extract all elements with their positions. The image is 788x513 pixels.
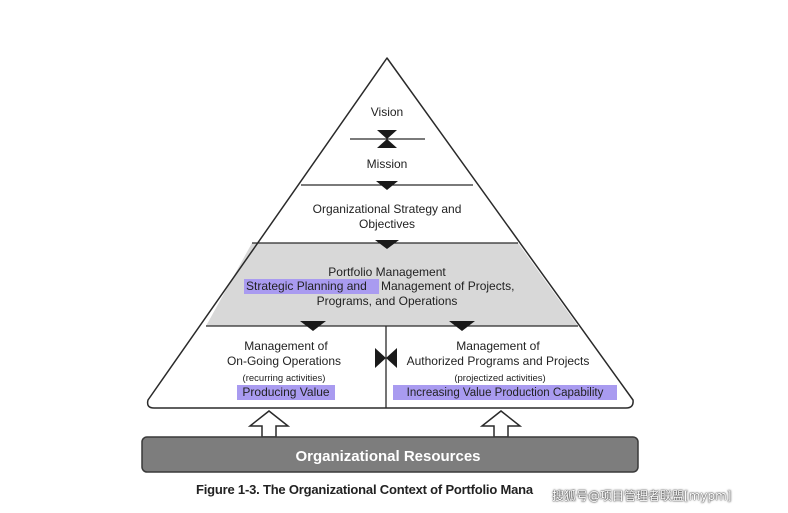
portfolio-label-highlighted: Strategic Planning and <box>246 279 367 293</box>
right-box-line2: Authorized Programs and Projects <box>407 354 590 368</box>
strategy-label-line1: Organizational Strategy and <box>313 202 462 216</box>
portfolio-highlight <box>244 279 379 294</box>
producing-value-highlight <box>237 385 335 400</box>
organizational-resources-label: Organizational Resources <box>295 448 480 465</box>
left-box-line3: (recurring activities) <box>243 373 326 384</box>
organizational-resources-bar <box>141 436 639 473</box>
mission-up-arrow <box>377 139 397 148</box>
portfolio-label-line2-rest: Management of Projects, <box>381 279 514 293</box>
right-box-highlight: Increasing Value Production Capability <box>407 387 604 399</box>
mission-down-arrow <box>376 181 398 190</box>
left-box-line1: Management of <box>244 339 328 353</box>
bowtie-right-triangle <box>386 348 397 368</box>
portfolio-label-line3: Programs, and Operations <box>317 294 458 308</box>
vision-label: Vision <box>371 105 403 119</box>
watermark: 搜狐号@项目管理者联盟[mypm] <box>552 489 732 503</box>
bowtie-left-triangle <box>375 348 386 368</box>
portfolio-left-down-arrow <box>300 321 326 331</box>
portfolio-label-line1: Portfolio Management <box>328 265 446 279</box>
left-box-line2: On-Going Operations <box>227 354 341 368</box>
strategy-down-arrow <box>375 240 399 249</box>
portfolio-right-down-arrow <box>449 321 475 331</box>
resources-left-up-arrow <box>247 410 291 438</box>
portfolio-management-band <box>206 243 578 326</box>
left-box-highlight: Producing Value <box>242 385 329 399</box>
pyramid-outline <box>146 57 634 409</box>
right-box-line3: (projectized activities) <box>454 373 545 384</box>
increasing-value-highlight <box>393 385 617 400</box>
right-box-line1: Management of <box>456 339 540 353</box>
strategy-label-line2: Objectives <box>359 217 415 231</box>
vision-down-arrow <box>377 130 397 139</box>
figure-caption: Figure 1-3. The Organizational Context o… <box>196 482 533 497</box>
resources-right-up-arrow <box>479 410 523 438</box>
mission-label: Mission <box>367 157 408 171</box>
